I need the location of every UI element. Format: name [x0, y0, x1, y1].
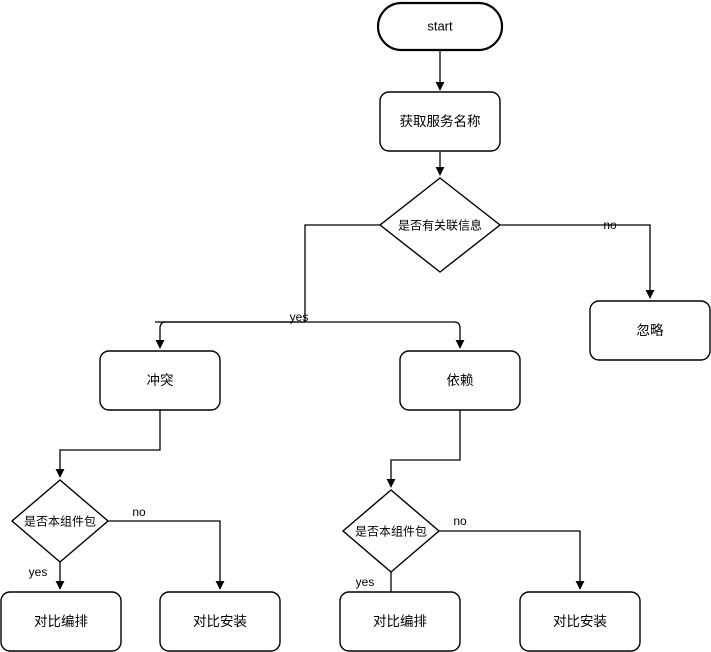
- get-service-shape: [379, 91, 501, 152]
- node-ignore[interactable]: 忽略: [589, 300, 711, 361]
- start-label: start: [427, 18, 453, 33]
- cmp-install-left-shape: [159, 591, 281, 652]
- edge-label-yes-left: yes: [29, 565, 48, 579]
- edge-label-no-left: no: [132, 505, 146, 519]
- conflict-label: 冲突: [147, 373, 174, 389]
- node-cmp-install-left[interactable]: 对比安装: [159, 591, 281, 652]
- cmp-order-left-shape: [0, 591, 122, 652]
- node-cmp-install-right[interactable]: 对比安装: [519, 591, 641, 652]
- is-pkg-left-shape: [10, 479, 110, 563]
- has-relation-label: 是否有关联信息: [398, 218, 482, 233]
- ignore-label: 忽略: [637, 323, 665, 339]
- cmp-install-left-label: 对比安装: [193, 614, 247, 630]
- get-service-label: 获取服务名称: [400, 114, 481, 130]
- cmp-order-right-shape: [339, 591, 461, 652]
- ignore-shape: [589, 300, 711, 361]
- depend-shape: [399, 350, 521, 411]
- edge-has-relation-to-depend: [155, 321, 465, 349]
- cmp-order-left-label: 对比编排: [34, 614, 88, 630]
- node-cmp-order-left[interactable]: 对比编排: [0, 591, 122, 652]
- node-depend[interactable]: 依赖: [399, 350, 521, 411]
- cmp-install-right-shape: [519, 591, 641, 652]
- edge-is-pkg-left-no-to-cmp-install: [108, 520, 225, 590]
- node-get-service[interactable]: 获取服务名称: [379, 91, 501, 152]
- edge-labels-layer: no yes no yes no yes: [29, 218, 617, 589]
- edge-label-no-right: no: [453, 514, 467, 528]
- edge-has-relation-yes-to-conflict: [155, 224, 380, 349]
- depend-label: 依赖: [447, 373, 474, 389]
- edge-label-yes-top: yes: [290, 310, 309, 324]
- has-relation-shape: [378, 177, 502, 273]
- node-is-pkg-left[interactable]: 是否本组件包: [10, 479, 110, 563]
- is-pkg-right-shape: [341, 489, 441, 573]
- edge-depend-to-is-pkg-right: [386, 410, 461, 488]
- cmp-install-right-label: 对比安装: [553, 614, 607, 630]
- node-cmp-order-right[interactable]: 对比编排: [339, 591, 461, 652]
- edge-is-pkg-right-no-to-cmp-install: [439, 530, 585, 590]
- start-shape: [376, 1, 504, 52]
- edge-label-yes-right: yes: [356, 575, 375, 589]
- connectors-layer: [55, 50, 655, 592]
- node-is-pkg-right[interactable]: 是否本组件包: [341, 489, 441, 573]
- cmp-order-right-label: 对比编排: [373, 614, 427, 630]
- edge-has-relation-no-to-ignore: [500, 224, 655, 299]
- node-conflict[interactable]: 冲突: [99, 350, 221, 411]
- is-pkg-right-label: 是否本组件包: [355, 525, 427, 539]
- edge-label-no-top: no: [603, 218, 617, 232]
- node-has-relation[interactable]: 是否有关联信息: [378, 177, 502, 273]
- edge-conflict-to-is-pkg-left: [55, 410, 161, 478]
- is-pkg-left-label: 是否本组件包: [24, 515, 96, 529]
- node-start[interactable]: start: [376, 1, 504, 52]
- conflict-shape: [99, 350, 221, 411]
